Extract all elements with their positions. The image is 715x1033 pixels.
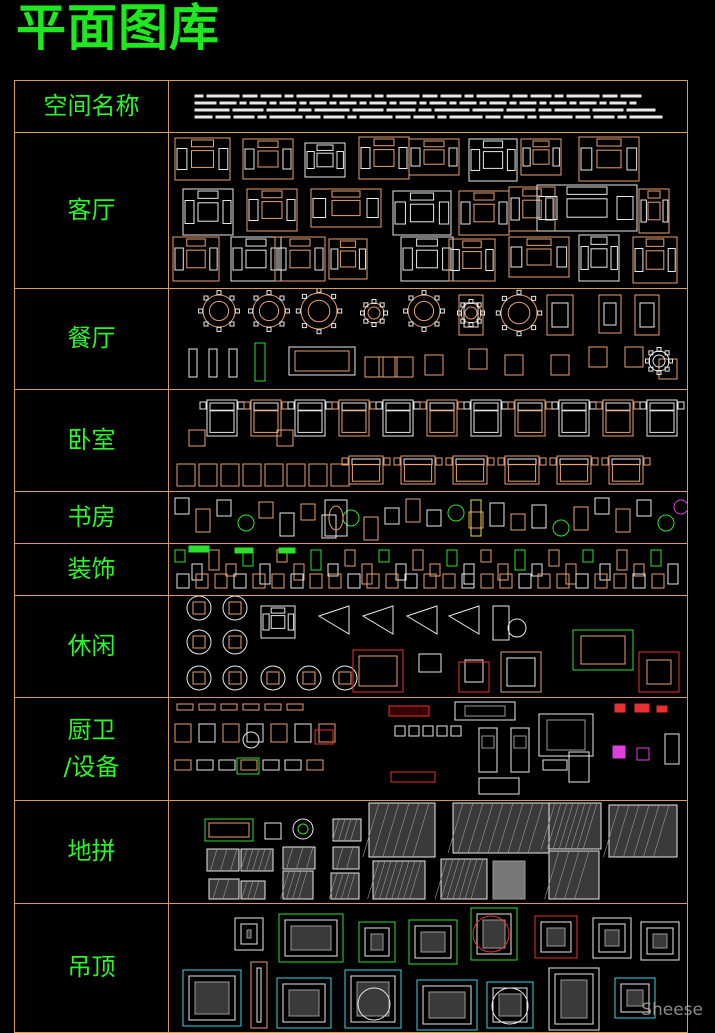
row-leisure: 休闲 — [14, 595, 688, 698]
row-label: 装饰 — [15, 544, 169, 595]
row-label: 卧室 — [15, 390, 169, 491]
header-cell — [169, 81, 687, 132]
bedroom-cell[interactable] — [169, 390, 687, 491]
header-notes-graphic — [194, 94, 663, 119]
decor-blocks[interactable] — [169, 544, 688, 595]
kitchen-bath-blocks[interactable] — [169, 698, 688, 800]
row-kitchen: 厨卫 /设备 — [14, 697, 688, 801]
row-label: 休闲 — [15, 596, 169, 697]
sofa-set-blocks[interactable] — [169, 133, 688, 288]
row-ceiling: 吊顶 — [14, 903, 688, 1033]
row-label: 客厅 — [15, 133, 169, 288]
row-label: 地拼 — [15, 801, 169, 903]
dining-cell[interactable] — [169, 289, 687, 389]
living-cell[interactable] — [169, 133, 687, 288]
row-label: 吊顶 — [15, 904, 169, 1032]
ceiling-blocks[interactable] — [169, 904, 688, 1032]
kitchen-cell[interactable] — [169, 698, 687, 800]
watermark: Sheese — [641, 1000, 703, 1020]
row-label: 书房 — [15, 492, 169, 543]
dining-table-blocks[interactable] — [169, 289, 688, 389]
floor-pattern-blocks[interactable] — [169, 801, 688, 903]
row-living: 客厅 — [14, 132, 688, 289]
desk-blocks[interactable] — [169, 492, 688, 543]
decor-cell[interactable] — [169, 544, 687, 595]
row-label: 餐厅 — [15, 289, 169, 389]
row-dining: 餐厅 — [14, 288, 688, 390]
row-label: 空间名称 — [15, 81, 169, 132]
row-bedroom: 卧室 — [14, 389, 688, 492]
row-header: 空间名称 — [14, 80, 688, 133]
ceiling-cell[interactable] — [169, 904, 687, 1032]
row-decor: 装饰 — [14, 543, 688, 596]
bed-blocks[interactable] — [169, 390, 688, 491]
page-title: 平面图库 — [16, 0, 220, 57]
library-grid: 空间名称 客厅 餐厅 卧室 书房 装饰 休闲 厨卫 /设备 地拼 吊顶 — [14, 80, 688, 1033]
row-floor: 地拼 — [14, 800, 688, 904]
row-study: 书房 — [14, 491, 688, 544]
study-cell[interactable] — [169, 492, 688, 543]
leisure-blocks[interactable] — [169, 596, 688, 697]
row-label: 厨卫 /设备 — [15, 698, 169, 800]
leisure-cell[interactable] — [169, 596, 687, 697]
floor-cell[interactable] — [169, 801, 687, 903]
